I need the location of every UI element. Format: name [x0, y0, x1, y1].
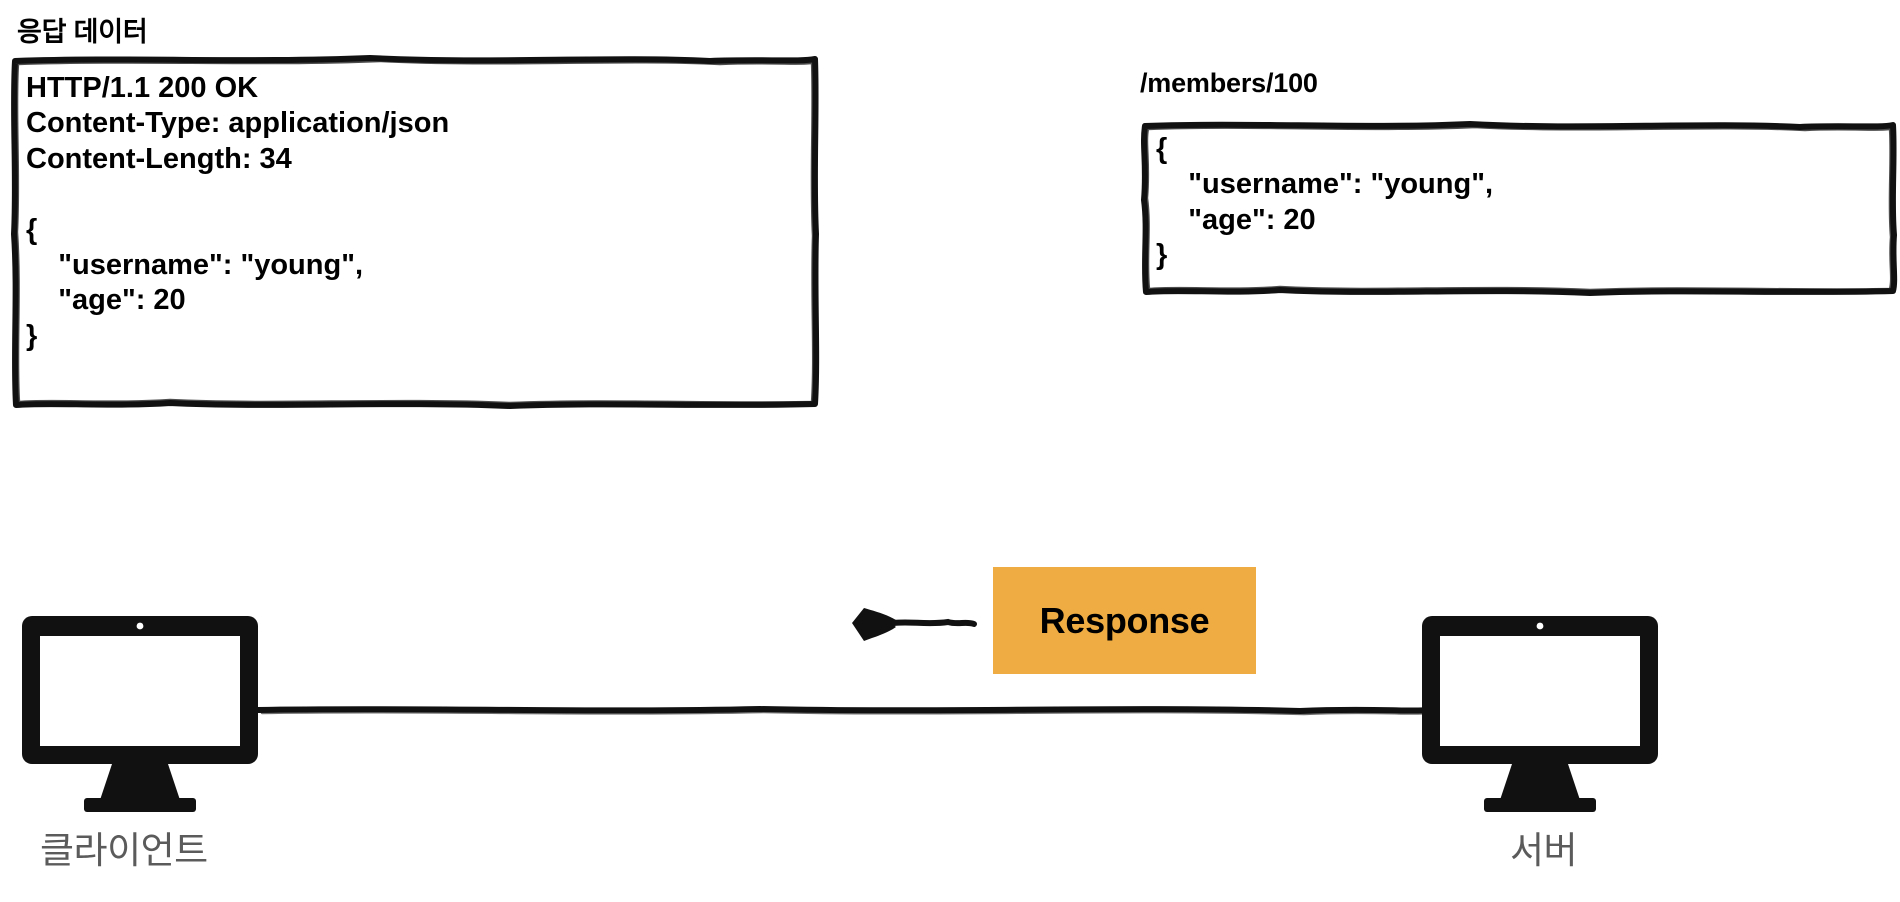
page-title: 응답 데이터: [17, 17, 148, 47]
arrow-left-icon: [852, 608, 977, 641]
response-payload-box: { "username": "young", "age": 20 }: [1140, 120, 1898, 296]
endpoint-path-label: /members/100: [1140, 68, 1318, 98]
response-message-box: HTTP/1.1 200 OK Content-Type: applicatio…: [10, 54, 820, 410]
response-payload-text: { "username": "young", "age": 20 }: [1156, 133, 1493, 272]
client-label: 클라이언트: [40, 830, 208, 871]
client-monitor-icon: [22, 616, 258, 812]
server-label: 서버: [1510, 830, 1578, 871]
response-message-text: HTTP/1.1 200 OK Content-Type: applicatio…: [26, 72, 450, 352]
response-badge[interactable]: Response: [993, 567, 1256, 674]
server-monitor-icon: [1422, 616, 1658, 812]
response-badge-label: Response: [1039, 599, 1210, 641]
connection-wire-icon: [255, 705, 1433, 716]
